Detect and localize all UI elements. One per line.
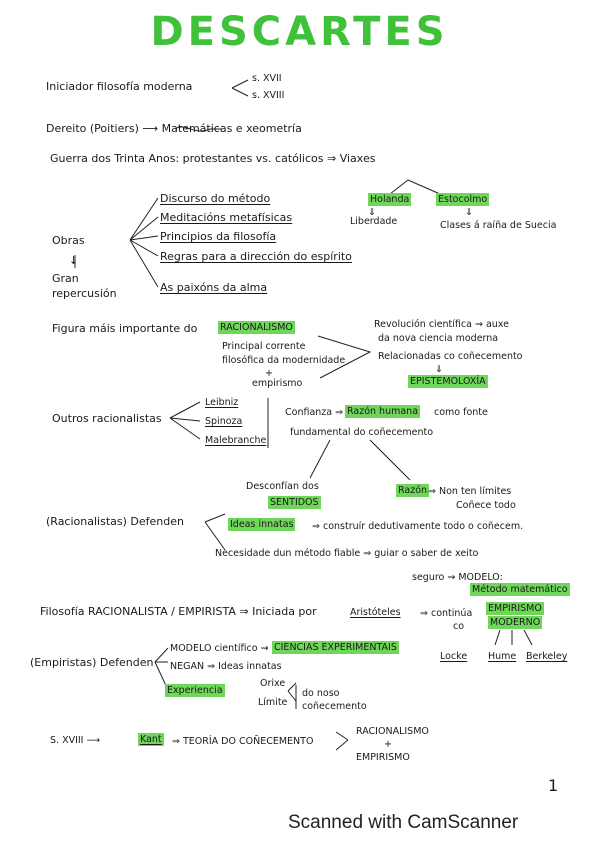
racionalistas-defenden-label: (Racionalistas) Defenden [46,515,184,528]
racionalismo-text: RACIONALISMO [356,726,429,737]
obra-item: Regras para a dirección do espírito [160,250,352,263]
teoria-text: ⇒ TEORÍA DO COÑECEMENTO [172,736,314,747]
razon-highlight: Razón [396,484,430,497]
empirista-name: Locke [440,651,468,662]
experiencia-highlight: Experiencia [165,684,225,697]
repercusion-label: repercusión [52,287,117,300]
limites-text: ⇒ Non ten límites [428,486,512,497]
empiristas-defenden-label: (Empiristas) Defenden [30,656,154,669]
necesidade-text: Necesidade dun método fiable ⇒ guiar o s… [215,548,479,559]
kant-highlight: Kant [138,733,164,746]
dereito-text: Dereito (Poitiers) ⟶ Matemáticas e xeome… [46,122,302,135]
seguro-text: seguro ⇝ MODELO: [412,572,503,583]
aristoteles-text: Aristóteles [350,607,401,618]
metodo-matematico-highlight: Método matemático [470,583,570,596]
obras-label: Obras [52,234,85,247]
co-text: co [453,621,465,632]
obra-item: As paixóns da alma [160,281,268,294]
razon-humana-highlight: Razón humana [345,405,421,418]
scanner-watermark: Scanned with CamScanner [288,812,519,833]
page-title: DESCARTES [150,9,449,55]
outros-label: Outros racionalistas [52,412,162,425]
empirista-name: Berkeley [526,651,568,662]
racionalista-name: Leibniz [205,397,239,408]
epistemoloxia-highlight: EPISTEMOLOXÍA [408,375,488,388]
clases-label: Clases á raíña de Suecia [440,220,557,231]
obra-item: Principios da filosofía [160,230,277,243]
conecemento-text: coñecemento [302,701,367,712]
obra-item: Discurso do método [160,192,271,205]
plus-sign: + [265,368,273,379]
siglo-xviii-text: S. XVIII ⟶ [50,735,101,746]
fonte-text: como fonte [434,407,488,418]
liberdade-label: Liberdade [350,216,398,227]
estocolmo-label: Estocolmo [436,193,490,206]
racionalista-name: Spinoza [205,416,243,427]
limite-text: Límite [258,697,288,708]
century-xviii: s. XVIII [252,90,285,101]
filosofia-text: Filosofía RACIONALISTA / EMPIRISTA ⇒ Ini… [40,605,317,618]
arrow-down-icon: ⇓ [368,207,376,218]
guerra-text: Guerra dos Trinta Anos: protestantes vs.… [50,152,376,165]
holanda-label: Holanda [368,193,412,206]
revolucion-text: Revolución científica ⇝ auxe [374,319,509,330]
arrow-down-icon: ↓ [69,254,79,267]
arrow-down-icon: ⇓ [435,364,443,375]
empirista-name: Hume [488,651,517,662]
ciencia-text: da nova ciencia moderna [378,333,499,344]
sentidos-highlight: SENTIDOS [268,496,321,509]
moderno-highlight: MODERNO [488,616,543,629]
gran-label: Gran [52,272,79,285]
continua-text: ⇒ continúa [420,608,473,619]
ciencias-experimentais-highlight: CIENCIAS EXPERIMENTAIS [272,641,399,654]
century-xvii: s. XVII [252,73,282,84]
empirismo-highlight: EMPIRISMO [486,602,544,615]
orixe-text: Orixe [260,678,286,689]
iniciador-text: Iniciador filosofía moderna [46,80,193,93]
page-number: 1 [548,776,559,795]
figura-text: Figura máis importante do [52,322,198,335]
negan-text: NEGAN ⇒ Ideas innatas [170,661,282,672]
construir-text: ⇒ construír dedutivamente todo o coñecem… [312,521,524,532]
plus-sign: + [384,739,392,750]
racionalista-name: Malebranche [205,435,267,446]
conece-text: Coñece todo [456,500,516,511]
confianza-text: Confianza ⇒ [285,407,344,418]
relacionadas-text: Relacionadas co coñecemento [378,351,523,362]
fundamental-text: fundamental do coñecemento [290,427,434,438]
arrow-down-icon: ⇓ [465,207,473,218]
racionalismo-highlight: RACIONALISMO [218,321,295,334]
noso-text: do noso [302,688,340,699]
desconfian-text: Desconfían dos [246,481,319,492]
modelo-cientifico-text: MODELO científico ⇝ [170,643,269,654]
modernidade-text: filosófica da modernidade [222,355,346,366]
corrente-text: Principal corrente [222,341,306,352]
empirismo-text: EMPIRISMO [356,752,410,763]
ideas-innatas-highlight: Ideas innatas [228,518,296,531]
obra-item: Meditacións metafísicas [160,211,293,224]
empirismo-text: empirismo [252,378,303,389]
